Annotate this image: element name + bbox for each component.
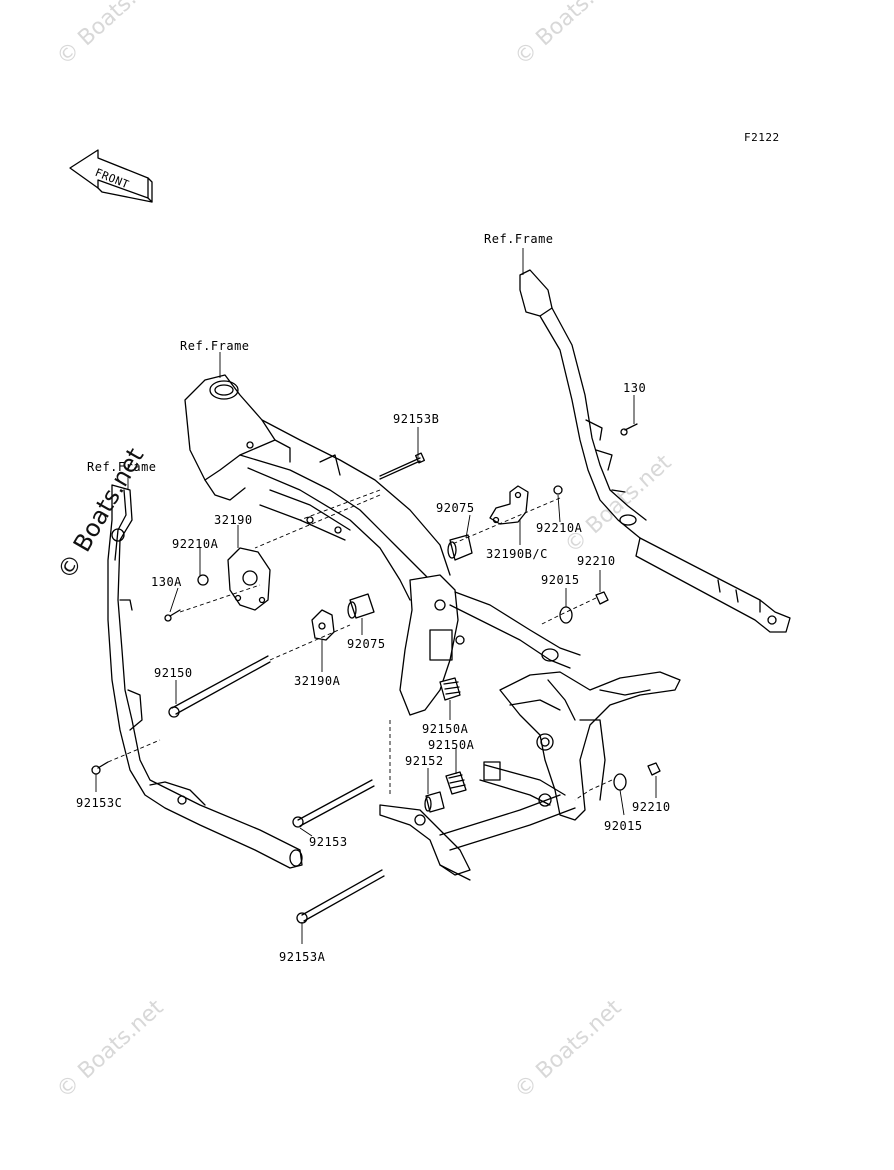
- part-label-92015-upper[interactable]: 92015: [541, 573, 580, 587]
- part-label-92075-lower[interactable]: 92075: [347, 637, 386, 651]
- part-label-92152[interactable]: 92152: [405, 754, 444, 768]
- part-label-92075-upper[interactable]: 92075: [436, 501, 475, 515]
- part-label-92153C[interactable]: 92153C: [76, 796, 123, 810]
- ref-frame-label-center: Ref.Frame: [180, 339, 250, 353]
- rubber-bushing-upper: [447, 534, 473, 561]
- main-frame-backbone: [184, 374, 581, 716]
- leader-lines: [95, 248, 657, 944]
- washer-92015-lower: [613, 773, 627, 791]
- engine-mount-32190BC: [489, 485, 529, 525]
- rubber-bushing-lower: [347, 593, 375, 619]
- part-label-92015-lower[interactable]: 92015: [604, 819, 643, 833]
- engine-mount-32190A: [311, 609, 335, 641]
- damper-lower: [445, 771, 467, 795]
- part-label-92210-lower[interactable]: 92210: [632, 800, 671, 814]
- nut-92210-upper: [595, 591, 609, 605]
- lower-frame-cradle: [379, 671, 681, 881]
- collar-92152: [424, 791, 445, 813]
- bolt-92150: [168, 655, 271, 718]
- bolt-130: [620, 423, 638, 436]
- part-label-32190[interactable]: 32190: [214, 513, 253, 527]
- part-label-92150[interactable]: 92150: [154, 666, 193, 680]
- part-label-32190BC[interactable]: 32190B/C: [486, 547, 548, 561]
- part-label-92153[interactable]: 92153: [309, 835, 348, 849]
- part-label-92210A-left[interactable]: 92210A: [172, 537, 219, 551]
- nut-92210A-left: [197, 574, 209, 586]
- part-label-92210-upper[interactable]: 92210: [577, 554, 616, 568]
- part-label-92210A-right[interactable]: 92210A: [536, 521, 583, 535]
- part-label-130A[interactable]: 130A: [151, 575, 182, 589]
- bolt-92153: [292, 779, 375, 828]
- part-label-92153B[interactable]: 92153B: [393, 412, 440, 426]
- ref-frame-label-rear: Ref.Frame: [484, 232, 554, 246]
- part-label-92153A[interactable]: 92153A: [279, 950, 326, 964]
- damper-upper: [439, 677, 461, 701]
- part-label-92150A-1[interactable]: 92150A: [422, 722, 469, 736]
- bolt-130A: [164, 609, 181, 622]
- bolt-92153C: [91, 761, 109, 775]
- part-label-92150A-2[interactable]: 92150A: [428, 738, 475, 752]
- nut-92210A-right: [553, 485, 563, 495]
- right-rear-frame-rail: [519, 269, 791, 633]
- engine-mount-32190: [227, 547, 271, 611]
- part-label-32190A[interactable]: 32190A: [294, 674, 341, 688]
- left-front-downtube: [107, 484, 303, 869]
- diagram-code: F2122: [744, 131, 780, 144]
- ref-frame-label-left: Ref.Frame: [87, 460, 157, 474]
- bolt-92153A: [296, 869, 385, 924]
- front-arrow-icon: [69, 149, 153, 203]
- nut-92210-lower: [647, 762, 661, 776]
- part-label-130[interactable]: 130: [623, 381, 647, 395]
- washer-92015-upper: [559, 606, 573, 624]
